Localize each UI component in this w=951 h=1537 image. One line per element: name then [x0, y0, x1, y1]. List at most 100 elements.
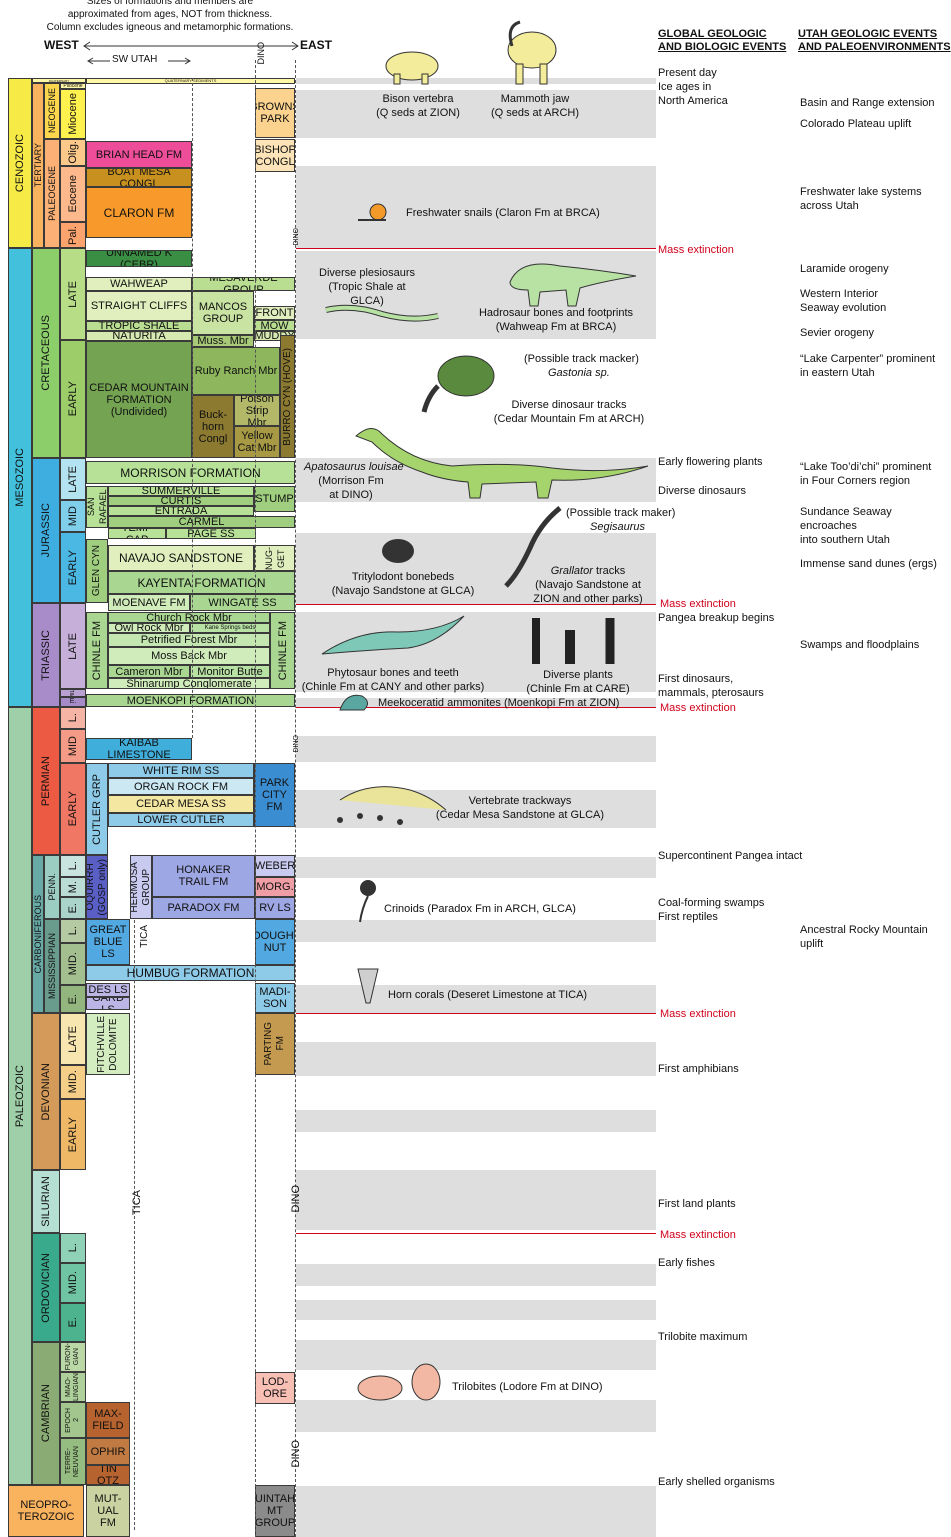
epoch-o-e-label: E. — [67, 1317, 79, 1328]
mass-extinction-line — [296, 707, 656, 708]
global-flowering: Early flowering plants — [658, 456, 763, 468]
global-mass-5: Mass extinction — [660, 1229, 736, 1241]
global-diverse-dinos: Diverse dinosaurs — [658, 485, 747, 497]
epoch-d-early-label: EARLY — [67, 1116, 79, 1153]
band — [296, 166, 656, 248]
period-neogene-label: NEOGENE — [47, 88, 57, 134]
fm-fitchville-label: FITCHVILLE DOLOMITE — [96, 1015, 119, 1073]
era-paleozoic: PALEOZOIC — [8, 707, 32, 1485]
epoch-o-mid: MID. — [60, 1263, 86, 1303]
hadrosaur-icon — [509, 263, 637, 307]
fm-great-blue: GREAT BLUE LS — [86, 919, 130, 965]
global-coal: Coal-forming swamps First reptiles — [658, 897, 765, 923]
period-devonian-label: DEVONIAN — [40, 1062, 52, 1121]
period-permian-label: PERMIAN — [40, 755, 52, 807]
west-east-arrow — [83, 41, 299, 51]
global-mass-2: Mass extinction — [660, 598, 736, 610]
fm-naturita: NATURITA — [86, 331, 192, 341]
period-tertiary: TERTIARY — [32, 83, 44, 248]
fm-moenkopi: MOENKOPI FORMATION — [86, 694, 295, 707]
epoch-p-early: EARLY — [60, 763, 86, 855]
global-amphibians: First amphibians — [658, 1063, 739, 1075]
dino-top-label: DINO — [256, 42, 266, 65]
period-devonian: DEVONIAN — [32, 1013, 60, 1170]
epoch-k-late-label: LATE — [67, 280, 79, 308]
fm-chinle-east-label: CHINLE FM — [276, 620, 289, 681]
period-neogene: NEOGENE — [44, 83, 60, 139]
fm-san-rafael-label: SAN RAFAEL — [86, 489, 108, 525]
fm-mancos: MANCOS GROUP — [192, 291, 254, 335]
epoch-d-mid: MID. — [60, 1065, 86, 1099]
fm-cutler: CUTLER GRP — [86, 763, 108, 855]
band — [296, 1486, 656, 1537]
fm-buckhorn: Buck- horn Congl — [192, 395, 234, 458]
corals-caption: Horn corals (Deseret Limestone at TICA) — [388, 989, 588, 1001]
fm-owl-rock: Owl Rock Mbr — [108, 623, 190, 633]
fm-temp-cap: TEMP CAP — [108, 528, 166, 539]
trilobites-caption: Trilobites (Lodore Fm at DINO) — [452, 1381, 603, 1393]
fm-tropic: TROPIC SHALE — [86, 321, 192, 331]
epoch-k-early: EARLY — [60, 340, 86, 458]
tritylodont-icon — [382, 539, 414, 563]
fm-kaibab: KAIBAB LIMESTONE — [86, 738, 192, 760]
mammoth-jaw-icon — [507, 20, 557, 85]
fm-navajo: NAVAJO SANDSTONE — [108, 545, 254, 571]
fm-mesaverde: MESAVERDE GROUP — [192, 277, 295, 291]
fm-front: FRONT — [254, 306, 295, 320]
mammoth-caption: Mammoth jaw (Q seds at ARCH) — [490, 93, 580, 119]
fm-kayenta: KAYENTA FORMATION — [108, 571, 295, 594]
fm-paradox: PARADOX FM — [152, 897, 255, 919]
east-label: EAST — [300, 38, 333, 52]
epoch-d-late-label: LATE — [67, 1025, 79, 1053]
epoch-p-l: L. — [60, 707, 86, 729]
fm-parting-label: PARTING FM — [263, 1022, 286, 1066]
fm-carmel: CARMEL — [108, 516, 295, 528]
grallator-caption: Grallator tracks (Navajo Sandstone at ZI… — [530, 550, 646, 606]
era-mesozoic-label: MESOZOIC — [14, 448, 26, 507]
global-trilobite-max: Trilobite maximum — [658, 1331, 748, 1343]
fm-stump: STUMP — [254, 486, 295, 512]
fm-round-valley: RV LS — [255, 897, 295, 919]
apatosaurus-caption-1: Apatosaurus louisae — [304, 461, 404, 473]
epoch-pal-label: Pal. — [67, 225, 79, 245]
mass-extinction-line — [296, 248, 656, 249]
epoch-k-early-label: EARLY — [67, 381, 79, 417]
dino-label-1-text: DINO — [293, 228, 300, 246]
epoch-penn-m-label: M. — [67, 880, 79, 894]
period-cambrian-label: CAMBRIAN — [40, 1384, 52, 1443]
band — [296, 698, 656, 708]
dino-label-2-text: DINO — [293, 735, 300, 753]
utah-carpenter: “Lake Carpenter” prominent in eastern Ut… — [800, 353, 936, 379]
utah-dunes: Immense sand dunes (ergs) — [800, 558, 937, 570]
band — [296, 533, 656, 605]
trackway-icon — [337, 786, 447, 825]
utah-basin: Basin and Range extension — [800, 97, 935, 109]
epoch-miocene: Miocene — [60, 89, 86, 139]
epoch-tr-late-label: LATE — [67, 632, 79, 660]
utah-seaway: Western Interior Seaway evolution — [800, 288, 887, 314]
global-mass-1: Mass extinction — [658, 244, 734, 256]
band — [296, 920, 656, 942]
epoch-furongian: FURON- GIAN — [60, 1342, 86, 1372]
fm-browns-park: BROWNS PARK — [255, 88, 295, 138]
epoch-d-late: LATE — [60, 1013, 86, 1065]
ammonite-icon — [339, 694, 368, 711]
fm-honaker: HONAKER TRAIL FM — [152, 855, 255, 897]
utah-sundance: Sundance Seaway encroaches into southern… — [800, 506, 892, 546]
period-tertiary-label: TERTIARY — [33, 143, 43, 188]
fm-madison: MADI- SON — [255, 983, 295, 1013]
epoch-2-label: EPOCH 2 — [65, 1407, 80, 1433]
epoch-j-early: EARLY — [60, 532, 86, 603]
epoch-terreneuvian-label: TERRE- NEUVIAN — [65, 1445, 80, 1478]
era-paleozoic-label: PALEOZOIC — [14, 1064, 26, 1128]
fm-deseret: DES LS — [86, 983, 130, 997]
fm-white-rim: WHITE RIM SS — [108, 763, 254, 778]
fm-glen-cyn: GLEN CYN — [86, 539, 108, 603]
fm-morgan: MORG. — [255, 877, 295, 897]
fm-shinarump: Shinarump Conglomerate — [108, 678, 270, 689]
epoch-penn-m: M. — [60, 877, 86, 897]
segisaurus-caption-2: Segisaurus — [590, 521, 646, 533]
segisaurus-caption-1: (Possible track maker) — [566, 507, 676, 519]
fm-curtis: CURTIS — [108, 496, 254, 506]
gastonia-caption-1: (Possible track macker) — [524, 353, 639, 365]
